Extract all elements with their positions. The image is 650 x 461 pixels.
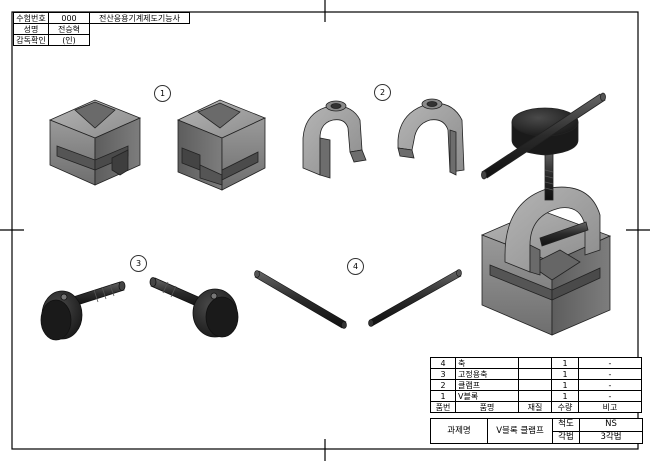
exam-title: 전산응용기계제도기능사 bbox=[89, 12, 190, 24]
parts-row: 3 고정용축 1 - bbox=[430, 368, 642, 380]
supervisor-mark: (인) bbox=[48, 34, 90, 46]
part-name: 고정용축 bbox=[455, 368, 519, 380]
part-name: V블록 bbox=[455, 390, 519, 402]
shaft-right bbox=[368, 269, 462, 327]
part-note: - bbox=[578, 390, 642, 402]
projection-label: 각법 bbox=[552, 430, 580, 444]
clamp-right bbox=[397, 98, 465, 176]
scale-value: NS bbox=[579, 418, 643, 432]
title-block: 과제명 V블록 클램프 척도 NS 각법 3각법 bbox=[430, 418, 643, 444]
identification-block: 수험번호 000 전산응용기계제도기능사 성명 전승혁 감독확인 (인) bbox=[13, 12, 190, 46]
assembly-view bbox=[480, 92, 612, 336]
projection-value: 3각법 bbox=[579, 430, 643, 444]
part-no: 3 bbox=[430, 368, 456, 380]
subject-label: 과제명 bbox=[430, 418, 488, 444]
parts-row: 4 축 1 - bbox=[430, 357, 642, 369]
shaft-left bbox=[254, 270, 347, 329]
part-material bbox=[518, 390, 552, 402]
part-no: 1 bbox=[430, 390, 456, 402]
part-qty: 1 bbox=[551, 390, 579, 402]
v-block-left bbox=[48, 99, 142, 186]
header-name: 품명 bbox=[455, 401, 519, 413]
exam-no-value: 000 bbox=[48, 12, 90, 24]
subject-value: V블록 클램프 bbox=[487, 418, 553, 444]
part-no: 4 bbox=[430, 357, 456, 369]
v-block-right bbox=[177, 99, 267, 191]
part-qty: 1 bbox=[551, 357, 579, 369]
callout-3: 3 bbox=[130, 255, 147, 272]
header-material: 재질 bbox=[518, 401, 552, 413]
part-qty: 1 bbox=[551, 368, 579, 380]
callout-4: 4 bbox=[347, 258, 364, 275]
scale-label: 척도 bbox=[552, 418, 580, 432]
fixing-shaft-left bbox=[40, 281, 126, 341]
part-qty: 1 bbox=[551, 379, 579, 391]
part-material bbox=[518, 357, 552, 369]
part-no: 2 bbox=[430, 379, 456, 391]
name-value: 전승혁 bbox=[48, 23, 90, 35]
part-material bbox=[518, 379, 552, 391]
exam-no-label: 수험번호 bbox=[13, 12, 49, 24]
callout-1: 1 bbox=[154, 85, 171, 102]
part-material bbox=[518, 368, 552, 380]
parts-row: 2 클램프 1 - bbox=[430, 379, 642, 391]
part-name: 축 bbox=[455, 357, 519, 369]
name-label: 성명 bbox=[13, 23, 49, 35]
header-no: 품번 bbox=[430, 401, 456, 413]
callout-2: 2 bbox=[374, 84, 391, 101]
part-name: 클램프 bbox=[455, 379, 519, 391]
parts-row: 1 V블록 1 - bbox=[430, 390, 642, 402]
supervisor-label: 감독확인 bbox=[13, 34, 49, 46]
parts-list: 4 축 1 - 3 고정용축 1 - 2 클램프 1 - 1 V블록 1 - 품… bbox=[430, 357, 642, 413]
part-note: - bbox=[578, 379, 642, 391]
clamp-left bbox=[302, 100, 367, 179]
part-note: - bbox=[578, 357, 642, 369]
header-note: 비고 bbox=[578, 401, 642, 413]
header-qty: 수량 bbox=[551, 401, 579, 413]
parts-header-row: 품번 품명 재질 수량 비고 bbox=[430, 401, 642, 413]
part-note: - bbox=[578, 368, 642, 380]
fixing-shaft-right bbox=[149, 277, 239, 338]
